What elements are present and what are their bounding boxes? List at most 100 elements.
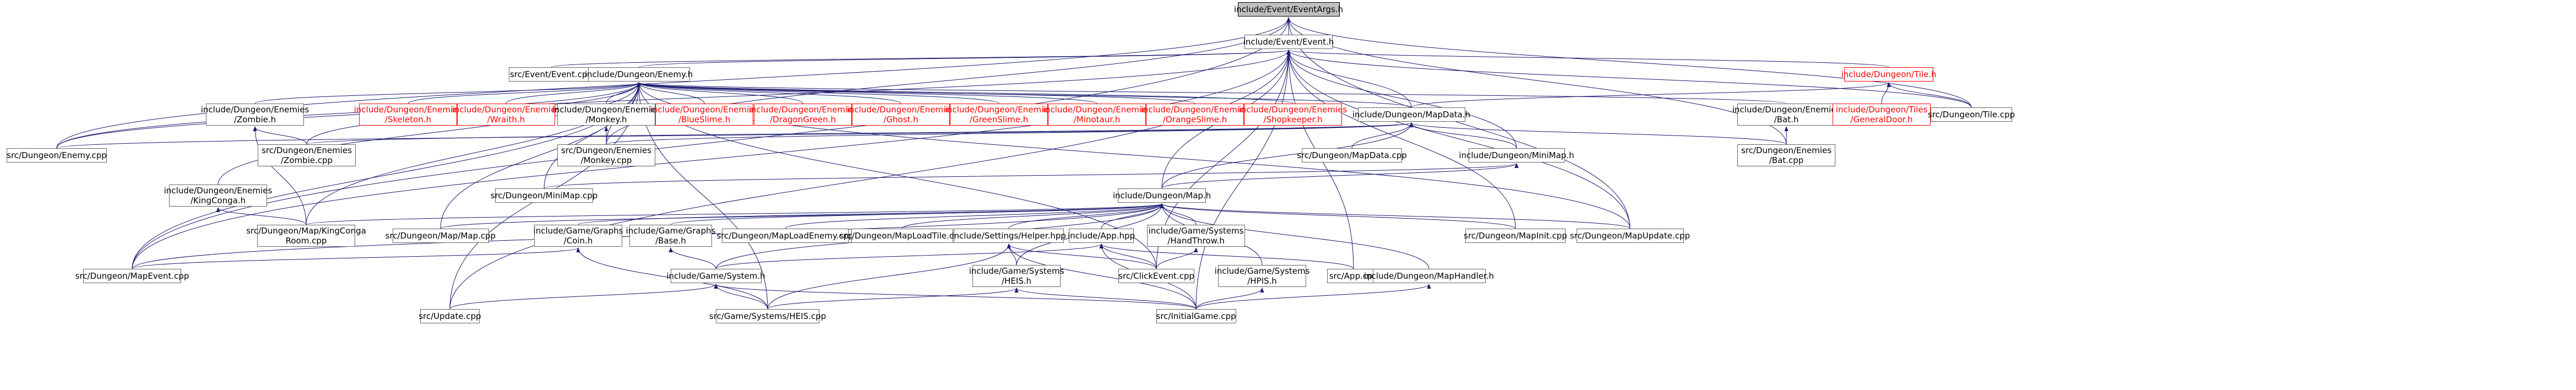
node-include-dungeon-enemies-bat-h[interactable]: include/Dungeon/Enemies/Bat.h [1732, 104, 1840, 126]
node-include-dungeon-enemies-dragongreen-h[interactable]: include/Dungeon/Enemies/DragonGreen.h [749, 104, 857, 126]
node-src-dungeon-enemies-monkey-cpp[interactable]: src/Dungeon/Enemies/Monkey.cpp [557, 144, 655, 166]
node-label-line: include/Dungeon/Enemies [944, 105, 1053, 115]
node-label-line: include/Dungeon/Tile.h [1841, 69, 1937, 79]
node-src-dungeon-map-map-cpp[interactable]: src/Dungeon/Map/Map.cpp [385, 229, 496, 243]
edge-n16-to-n4 [1411, 82, 1891, 108]
edge-n43-to-n36 [1099, 243, 1157, 269]
edge-n21-to-n16 [306, 122, 1413, 145]
node-label-line: /Bat.cpp [1769, 155, 1804, 165]
node-src-update-cpp[interactable]: src/Update.cpp [419, 309, 481, 323]
edge-n7-to-n3 [506, 82, 641, 104]
node-label-line: /HPIS.h [1247, 276, 1277, 286]
edge-n29-to-n28 [306, 203, 1164, 225]
edge-n3-to-n1 [638, 50, 1290, 68]
node-src-dungeon-enemies-zombie-cpp[interactable]: src/Dungeon/Enemies/Zombie.cpp [258, 144, 356, 166]
edge-n28-to-n16 [1161, 122, 1414, 189]
node-include-dungeon-tiles-generaldoor-h[interactable]: include/Dungeon/Tiles/GeneralDoor.h [1833, 104, 1931, 126]
node-include-settings-helper-hpp[interactable]: include/Settings/Helper.hpp [952, 229, 1066, 243]
edge-n40-to-n31 [132, 247, 580, 269]
node-src-game-systems-heis-cpp[interactable]: src/Game/Systems/HEIS.cpp [709, 309, 826, 323]
node-include-dungeon-map-h[interactable]: include/Dungeon/Map.h [1113, 188, 1211, 203]
node-include-event-event-h[interactable]: include/Event/Event.h [1243, 35, 1334, 49]
node-src-dungeon-enemy-cpp[interactable]: src/Dungeon/Enemy.cpp [7, 148, 107, 162]
edge-n49-to-n44 [1195, 288, 1264, 310]
node-include-game-system-h[interactable]: include/Game/System.h [666, 269, 765, 283]
node-label-line: include/Dungeon/MapData.h [1352, 110, 1471, 120]
node-src-dungeon-mapdata-cpp[interactable]: src/Dungeon/MapData.cpp [1297, 148, 1407, 162]
edge-n11-to-n3 [637, 82, 901, 104]
edge-n6-to-n3 [407, 82, 641, 104]
node-include-game-systems-hpis-h[interactable]: include/Game/Systems/HPIS.h [1215, 265, 1309, 287]
node-label-line: src/App.cpp [1329, 271, 1378, 281]
edge-n40-to-n0 [132, 17, 1291, 269]
node-include-game-graphs-base-h[interactable]: include/Game/Graphs/Base.h [626, 225, 715, 247]
node-include-dungeon-enemies-shopkeeper-h[interactable]: include/Dungeon/Enemies/Shopkeeper.h [1239, 104, 1347, 126]
node-include-dungeon-minimap-h[interactable]: include/Dungeon/MiniMap.h [1459, 148, 1574, 162]
node-include-dungeon-tile-h[interactable]: include/Dungeon/Tile.h [1841, 67, 1937, 82]
node-src-dungeon-maploadenemy-cpp[interactable]: src/Dungeon/MapLoadEnemy.cpp [716, 229, 854, 243]
node-label-line: src/Event/Event.cpp [509, 69, 593, 79]
edge-n15-to-n3 [637, 82, 1294, 104]
edge-n13-to-n3 [637, 82, 1097, 104]
edge-n49-to-n46 [1195, 284, 1431, 310]
node-label-line: /Bat.h [1774, 115, 1799, 124]
edge-n20-to-n16 [56, 122, 1413, 149]
node-include-dungeon-enemies-skeleton-h[interactable]: include/Dungeon/Enemies/Skeleton.h [354, 104, 462, 126]
edge-n19-to-n1 [1286, 50, 1972, 108]
edge-n31-to-n28 [578, 203, 1164, 225]
node-label-line: /Coin.h [563, 236, 593, 246]
node-include-dungeon-maphandler-h[interactable]: include/Dungeon/MapHandler.h [1364, 269, 1494, 283]
node-src-dungeon-enemies-bat-cpp[interactable]: src/Dungeon/Enemies/Bat.cpp [1737, 144, 1835, 166]
node-src-dungeon-minimap-cpp[interactable]: src/Dungeon/MiniMap.cpp [491, 188, 597, 203]
node-label-line: include/Dungeon/MiniMap.h [1459, 150, 1574, 160]
node-label-line: /Shopkeeper.h [1263, 115, 1323, 124]
node-include-dungeon-enemies-orangeslime-h[interactable]: include/Dungeon/Enemies/OrangeSlime.h [1141, 104, 1249, 126]
node-src-dungeon-maploadtile-cpp[interactable]: src/Dungeon/MapLoadTile.cpp [840, 229, 964, 243]
edge-n24-to-n1 [1286, 50, 1517, 149]
node-include-game-graphs-coin-h[interactable]: include/Game/Graphs/Coin.h [534, 225, 623, 247]
node-label-line: src/ClickEvent.cpp [1118, 271, 1194, 281]
edge-n22-to-n16 [606, 122, 1413, 145]
node-label-line: include/Dungeon/MapHandler.h [1363, 271, 1494, 281]
node-src-dungeon-mapevent-cpp[interactable]: src/Dungeon/MapEvent.cpp [75, 269, 189, 283]
edge-n27-to-n24 [544, 163, 1518, 189]
node-include-dungeon-mapdata-h[interactable]: include/Dungeon/MapData.h [1352, 107, 1470, 122]
node-src-clickevent-cpp[interactable]: src/ClickEvent.cpp [1118, 269, 1194, 283]
edge-n29-to-n5 [253, 126, 307, 225]
node-label-line: /HEIS.h [1001, 276, 1032, 286]
node-include-game-systems-handthrow-h[interactable]: include/Game/Systems/HandThrow.h [1147, 225, 1245, 247]
node-src-dungeon-mapupdate-cpp[interactable]: src/Dungeon/MapUpdate.cpp [1570, 229, 1690, 243]
node-src-app-cpp[interactable]: src/App.cpp [1327, 269, 1380, 283]
node-include-dungeon-enemies-kingconga-h[interactable]: include/Dungeon/Enemies/KingConga.h [164, 185, 272, 207]
node-src-dungeon-mapinit-cpp[interactable]: src/Dungeon/MapInit.cpp [1464, 229, 1567, 243]
node-include-dungeon-enemies-greenslime-h[interactable]: include/Dungeon/Enemies/GreenSlime.h [945, 104, 1053, 126]
edge-n39-to-n0 [1286, 17, 1631, 229]
node-include-dungeon-enemies-monkey-h[interactable]: include/Dungeon/Enemies/Monkey.h [552, 104, 660, 126]
node-label-line: /BlueSlime.h [678, 115, 731, 124]
node-label-line: /Wraith.h [487, 115, 525, 124]
edge-n19-to-n4 [1887, 82, 1972, 108]
node-include-dungeon-enemies-zombie-h[interactable]: include/Dungeon/Enemies/Zombie.h [201, 104, 309, 126]
node-include-game-systems-heis-h[interactable]: include/Game/Systems/HEIS.h [969, 265, 1064, 287]
node-include-dungeon-enemies-wraith-h[interactable]: include/Dungeon/Enemies/Wraith.h [452, 104, 560, 126]
node-label-line: Room.cpp [285, 236, 327, 246]
node-label-line: src/Dungeon/Map/Map.cpp [385, 231, 496, 241]
edge-n32-to-n28 [670, 203, 1164, 225]
edge-n19-to-n0 [1286, 17, 1972, 108]
node-label-line: /Zombie.cpp [280, 155, 333, 165]
node-label-line: src/Dungeon/MapUpdate.cpp [1569, 231, 1691, 241]
edge-n25-to-n16 [1409, 122, 1787, 145]
node-label-line: include/Dungeon/Map.h [1112, 191, 1211, 201]
node-include-dungeon-enemies-blueslime-h[interactable]: include/Dungeon/Enemies/BlueSlime.h [650, 104, 758, 126]
node-include-dungeon-enemies-minotaur-h[interactable]: include/Dungeon/Enemies/Minotaur.h [1043, 104, 1151, 126]
node-label-line: include/Game/Graphs [626, 226, 716, 236]
edge-n41-to-n36 [715, 243, 1104, 269]
node-src-dungeon-tile-cpp[interactable]: src/Dungeon/Tile.cpp [1928, 107, 2015, 122]
node-include-dungeon-enemies-ghost-h[interactable]: include/Dungeon/Enemies/Ghost.h [847, 104, 955, 126]
node-src-event-event-cpp[interactable]: src/Event/Event.cpp [508, 67, 594, 82]
node-src-initialgame-cpp[interactable]: src/InitialGame.cpp [1156, 309, 1236, 323]
node-include-dungeon-enemy-h[interactable]: include/Dungeon/Enemy.h [585, 67, 693, 82]
node-include-app-hpp[interactable]: include/App.hpp [1068, 229, 1135, 243]
edge-n9-to-n3 [637, 82, 705, 104]
